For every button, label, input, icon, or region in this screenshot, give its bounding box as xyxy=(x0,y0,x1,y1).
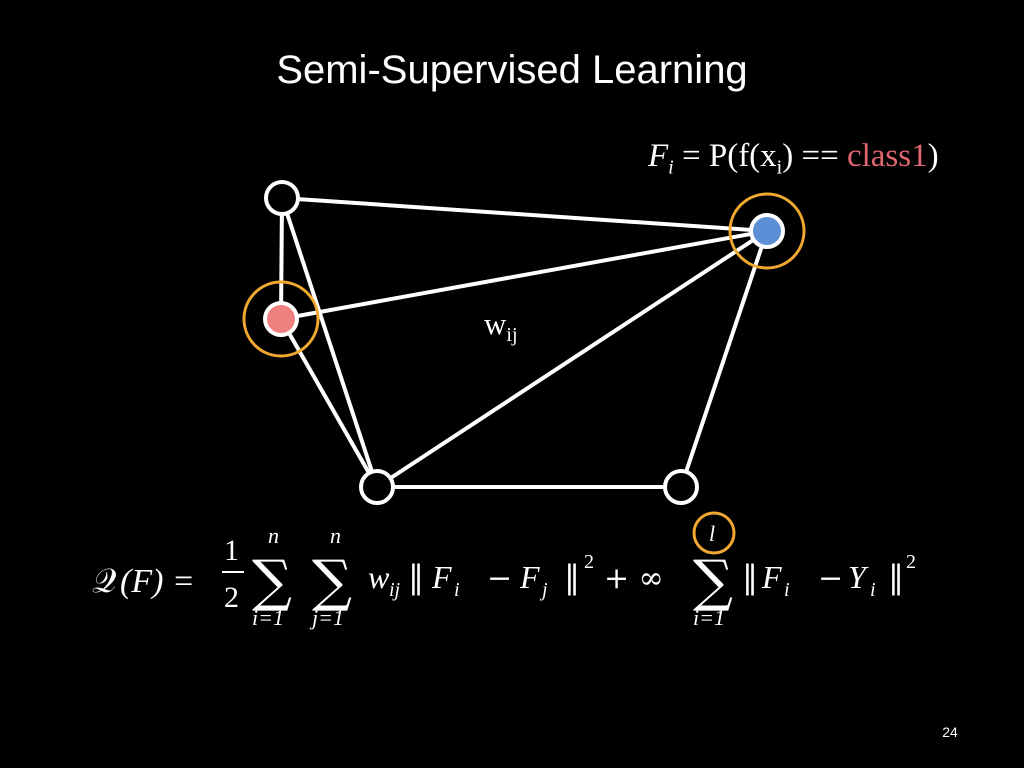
edge-a-b xyxy=(281,196,768,233)
edge-a-d xyxy=(280,197,379,488)
fi-rest: ) == xyxy=(782,138,847,174)
objective-formula: 𝒬 (F) = 1 2 n ∑ i=1 n ∑ j=1 w ij ‖ F i −… xyxy=(92,511,916,630)
formula-Y: Y xyxy=(848,559,869,595)
minus-1: − xyxy=(487,561,512,596)
norm2-open: ‖ xyxy=(742,558,758,596)
edge-d-b xyxy=(375,229,769,489)
plus-infinity: + ∞ xyxy=(604,561,664,596)
fi-eq: = P(f(x xyxy=(673,138,777,174)
formula-Fi-sub: i xyxy=(454,579,460,601)
formula-Fj: F xyxy=(519,559,540,595)
sum1-symbol: ∑ xyxy=(252,549,292,614)
minus-2: − xyxy=(818,561,843,596)
formula-w-sub: ij xyxy=(389,579,401,601)
sum3-top: l xyxy=(709,521,715,546)
sum1-top: n xyxy=(268,523,279,548)
edge-e-b xyxy=(679,230,769,488)
fi-definition: Fi = P(f(xi) == class1) xyxy=(648,138,939,180)
node-unlabeled-bottom-right xyxy=(663,469,699,505)
fi-x-sub: i xyxy=(776,156,783,179)
sum2-bottom: j=1 xyxy=(309,605,344,630)
edge-c-b xyxy=(280,229,768,321)
formula-half-num: 1 xyxy=(224,534,239,567)
fi-lhs: F xyxy=(648,138,669,174)
node-labeled-class1 xyxy=(263,301,299,337)
formula-Fi-2: F xyxy=(761,559,782,595)
wij-sub: ij xyxy=(506,324,518,347)
labeled-ring-class1 xyxy=(242,280,320,358)
wij-w: w xyxy=(484,306,507,341)
graph-edges xyxy=(279,196,769,489)
sum2-top: n xyxy=(330,523,341,548)
node-labeled-class2 xyxy=(749,213,785,249)
sum3-symbol: ∑ xyxy=(693,549,733,614)
formula-Fj-sub: j xyxy=(539,579,548,601)
labeled-ring-class2 xyxy=(728,192,806,270)
fi-lhs-sub: i xyxy=(668,156,674,179)
formula-half-den: 2 xyxy=(224,581,239,614)
sum2-symbol: ∑ xyxy=(312,549,352,614)
norm2-close: ‖ xyxy=(888,558,904,596)
edge-a-c xyxy=(279,197,284,320)
sq-2: 2 xyxy=(906,551,916,573)
edge-weight-label: wij xyxy=(484,306,518,347)
slide-title: Semi-Supervised Learning xyxy=(276,48,748,92)
node-unlabeled-bottom-left xyxy=(359,469,395,505)
sum1-bottom: i=1 xyxy=(252,605,284,630)
node-unlabeled-top-left xyxy=(264,180,300,216)
edge-c-d xyxy=(279,318,379,488)
formula-Y-sub: i xyxy=(870,579,876,601)
formula-w: w xyxy=(368,559,390,595)
norm1-close: ‖ xyxy=(564,558,580,596)
page-number: 24 xyxy=(942,724,958,740)
formula-Fi: F xyxy=(431,559,452,595)
sum3-top-ring xyxy=(692,511,736,555)
formula-Q: 𝒬 xyxy=(92,561,116,601)
norm1-open: ‖ xyxy=(408,558,424,596)
fi-close: ) xyxy=(927,138,939,174)
sq-1: 2 xyxy=(584,551,594,573)
class-label: class1 xyxy=(846,138,928,174)
sum3-bottom: i=1 xyxy=(693,605,725,630)
formula-paren-F: (F) = xyxy=(120,563,195,600)
formula-Fi-2-sub: i xyxy=(784,579,790,601)
